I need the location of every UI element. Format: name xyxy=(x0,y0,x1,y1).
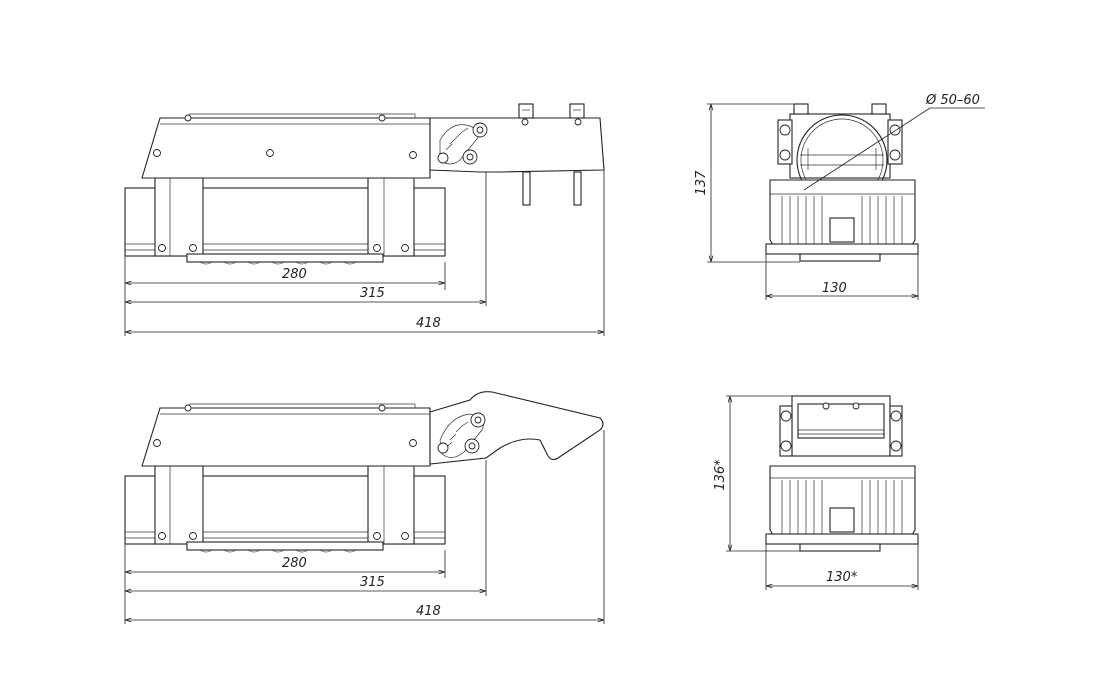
dim-130-star: 130* xyxy=(826,570,858,585)
dim-280-top: 280 xyxy=(282,267,307,282)
dim-280-bottom: 280 xyxy=(282,556,307,571)
side-view-folded: 280 315 418 xyxy=(124,103,605,336)
dim-418-top: 418 xyxy=(416,316,441,331)
dim-136: 136* xyxy=(713,459,728,491)
dim-diameter: Ø 50–60 xyxy=(925,93,980,108)
dim-130: 130 xyxy=(822,281,847,296)
dim-137: 137 xyxy=(694,170,709,196)
dim-315-bottom: 315 xyxy=(360,575,385,590)
end-view-bracket: 136* 130* xyxy=(713,395,919,590)
dim-418-bottom: 418 xyxy=(416,604,441,619)
dim-315-top: 315 xyxy=(360,286,385,301)
end-view-pipe: 137 130 Ø 50–60 xyxy=(694,93,985,300)
side-view-extended: 280 315 418 xyxy=(124,391,605,624)
